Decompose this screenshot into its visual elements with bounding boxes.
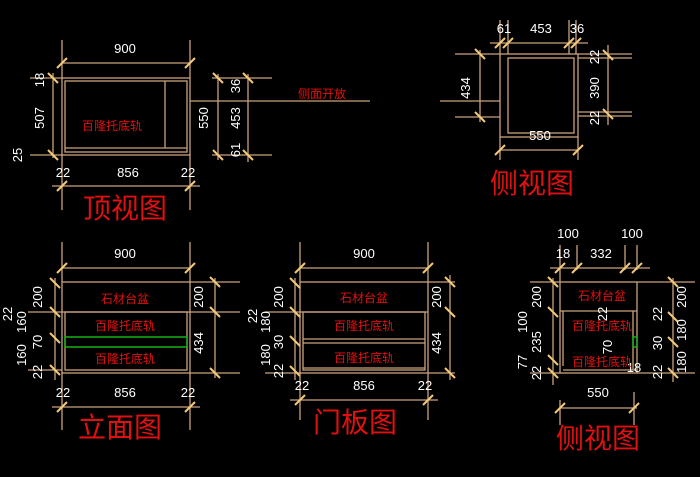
dim: 160 <box>14 344 29 366</box>
dim: 22 <box>295 378 309 393</box>
dim: 30 <box>650 336 665 350</box>
top-view-outline <box>61 77 191 156</box>
view-title: 侧视图 <box>556 422 640 455</box>
dim: 856 <box>117 165 139 180</box>
label: 石材台盆 <box>101 291 149 306</box>
dim: 434 <box>458 77 473 99</box>
dim: 180 <box>674 319 689 341</box>
dim: 180 <box>674 351 689 373</box>
elevation-view: 900 200 22 160 70 160 22 200 434 22 856 … <box>0 242 240 444</box>
dim: 25 <box>10 148 25 162</box>
view-title: 门板图 <box>313 406 397 439</box>
dim: 180 <box>258 311 273 333</box>
dim: 22 <box>181 165 195 180</box>
side-view-outline <box>499 53 579 138</box>
dim: 900 <box>114 246 136 261</box>
dim: 36 <box>570 21 584 36</box>
dim: 200 <box>429 286 444 308</box>
dim: 18 <box>32 73 47 87</box>
dim: 22 <box>650 307 665 321</box>
dim: 200 <box>674 286 689 308</box>
view-title: 侧视图 <box>490 167 574 200</box>
label: 百隆托底轨 <box>95 318 155 333</box>
dim: 856 <box>353 378 375 393</box>
label: 百隆托底轨 <box>572 318 632 333</box>
dim: 30 <box>271 335 286 349</box>
dim: 22 <box>529 366 544 380</box>
dim: 22 <box>418 378 432 393</box>
dim: 22 <box>30 365 45 379</box>
dim: 22 <box>650 365 665 379</box>
top-view: 900 18 507 25 22 856 22 550 36 453 61 百隆… <box>10 40 370 225</box>
side-view-top: 61 453 36 434 22 390 22 550 侧视图 <box>440 20 632 200</box>
side-note: 侧面开放 <box>298 86 346 101</box>
dim: 550 <box>587 385 609 400</box>
dim: 332 <box>590 246 612 261</box>
dim: 100 <box>557 226 579 241</box>
highlight-strip <box>632 336 638 348</box>
dim: 22 <box>0 307 15 321</box>
door-outline <box>299 281 429 374</box>
dim: 550 <box>529 128 551 143</box>
view-title: 顶视图 <box>83 192 167 225</box>
dim: 100 <box>515 311 530 333</box>
dim: 22 <box>587 50 602 64</box>
label: 石材台盆 <box>340 290 388 305</box>
label: 百隆托底轨 <box>95 351 155 366</box>
label: 百隆托底轨 <box>334 350 394 365</box>
dim: 61 <box>497 21 511 36</box>
dim: 22 <box>271 364 286 378</box>
label: 百隆托底轨 <box>572 354 632 369</box>
door-view: 900 200 22 180 180 30 22 200 434 22 856 … <box>245 242 456 439</box>
dim: 100 <box>621 226 643 241</box>
dim: 70 <box>30 335 45 349</box>
dim: 856 <box>114 385 136 400</box>
label: 百隆托底轨 <box>334 318 394 333</box>
dim: 22 <box>587 111 602 125</box>
label: 石材台盆 <box>578 288 626 303</box>
dim: 507 <box>32 107 47 129</box>
view-title: 立面图 <box>78 411 162 444</box>
dim: 18 <box>627 360 641 375</box>
highlight-strip <box>64 336 188 348</box>
dim: 22 <box>595 307 610 321</box>
dim: 235 <box>529 331 544 353</box>
side-view-bottom: 100 100 18 332 200 100 235 77 22 22 70 1… <box>515 226 695 455</box>
dim: 200 <box>191 286 206 308</box>
dim: 18 <box>556 246 570 261</box>
dim: 900 <box>353 246 375 261</box>
dim: 77 <box>515 355 530 369</box>
dim: 61 <box>228 143 243 157</box>
dim-width: 900 <box>114 41 136 56</box>
dim: 70 <box>600 340 615 354</box>
dim: 550 <box>196 107 211 129</box>
dim: 434 <box>429 332 444 354</box>
dim: 36 <box>228 79 243 93</box>
dim: 200 <box>30 286 45 308</box>
label: 百隆托底轨 <box>82 118 142 133</box>
dim: 453 <box>530 21 552 36</box>
dim: 180 <box>258 344 273 366</box>
dim: 200 <box>529 286 544 308</box>
dim: 22 <box>181 385 195 400</box>
side-view-outline <box>559 281 638 374</box>
dim: 434 <box>191 332 206 354</box>
dim: 453 <box>228 107 243 129</box>
elevation-outline <box>61 281 191 374</box>
dim: 22 <box>56 385 70 400</box>
dim: 22 <box>245 309 260 323</box>
dim: 390 <box>587 77 602 99</box>
dim: 22 <box>56 165 70 180</box>
dim: 160 <box>14 311 29 333</box>
dim: 200 <box>271 286 286 308</box>
